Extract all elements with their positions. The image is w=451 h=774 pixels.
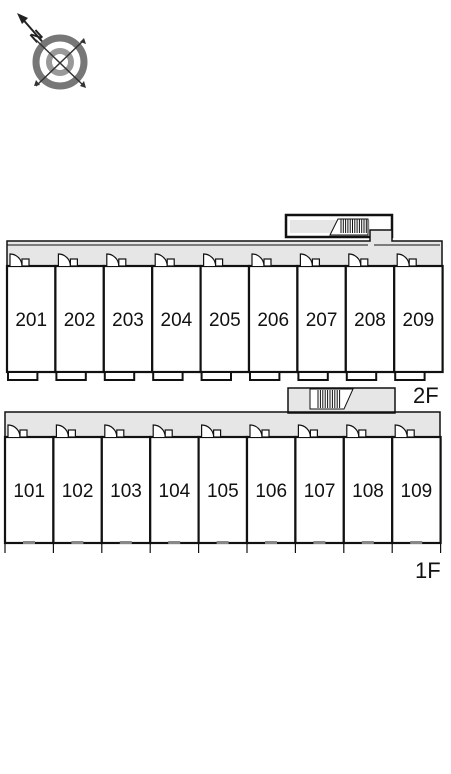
door-icon <box>203 253 224 267</box>
unit-label: 204 <box>161 310 193 331</box>
floor-label-2f: 2F <box>413 383 439 408</box>
unit-label: 103 <box>110 481 142 502</box>
door-icon <box>106 253 127 267</box>
unit-label: 209 <box>403 310 435 331</box>
door-icon <box>201 424 222 438</box>
unit-label: 201 <box>15 310 47 331</box>
unit-label: 106 <box>255 481 287 502</box>
units-2f: 201 202 203 204 205 206 207 208 209 <box>5 253 444 381</box>
unit-203: 203 <box>102 253 154 381</box>
door-icon <box>7 424 28 438</box>
stair-connector <box>287 387 396 413</box>
units-1f: 101 102 103 104 105 106 107 108 109 <box>3 424 442 553</box>
unit-label: 101 <box>13 481 45 502</box>
unit-label: 205 <box>209 310 241 331</box>
door-icon <box>249 424 270 438</box>
floor-label-1f: 1F <box>415 558 441 583</box>
unit-204: 204 <box>151 253 202 381</box>
unit-209: 209 <box>393 253 444 381</box>
door-icon <box>297 424 318 438</box>
unit-label: 206 <box>257 310 289 331</box>
unit-102: 102 <box>52 424 103 553</box>
unit-104: 104 <box>149 424 200 553</box>
unit-label: 104 <box>159 481 191 502</box>
stair-icon-2f <box>329 218 369 236</box>
unit-206: 206 <box>247 253 299 381</box>
door-icon <box>251 253 272 267</box>
unit-label: 108 <box>352 481 384 502</box>
door-icon <box>152 424 173 438</box>
unit-207: 207 <box>296 253 347 381</box>
unit-202: 202 <box>54 253 105 381</box>
unit-109: 109 <box>391 424 442 553</box>
unit-label: 208 <box>354 310 386 331</box>
door-icon <box>299 253 320 267</box>
unit-103: 103 <box>100 424 152 553</box>
unit-201: 201 <box>5 253 57 381</box>
unit-205: 205 <box>199 253 251 381</box>
door-icon <box>394 424 415 438</box>
unit-105: 105 <box>197 424 249 553</box>
unit-label: 207 <box>306 310 338 331</box>
unit-208: 208 <box>344 253 396 381</box>
unit-label: 105 <box>207 481 239 502</box>
unit-label: 203 <box>112 310 144 331</box>
unit-label: 102 <box>62 481 94 502</box>
unit-101: 101 <box>3 424 55 553</box>
door-icon <box>154 253 175 267</box>
door-icon <box>104 424 125 438</box>
unit-107: 107 <box>294 424 345 553</box>
door-icon <box>55 424 77 438</box>
compass-north-icon: N <box>17 13 88 90</box>
unit-108: 108 <box>342 424 394 553</box>
unit-label: 107 <box>304 481 336 502</box>
unit-106: 106 <box>245 424 297 553</box>
door-icon <box>396 253 417 267</box>
unit-label: 202 <box>64 310 96 331</box>
unit-label: 109 <box>401 481 433 502</box>
door-icon <box>57 253 79 267</box>
door-icon <box>346 424 367 438</box>
door-icon <box>9 253 30 267</box>
door-icon <box>348 253 369 267</box>
